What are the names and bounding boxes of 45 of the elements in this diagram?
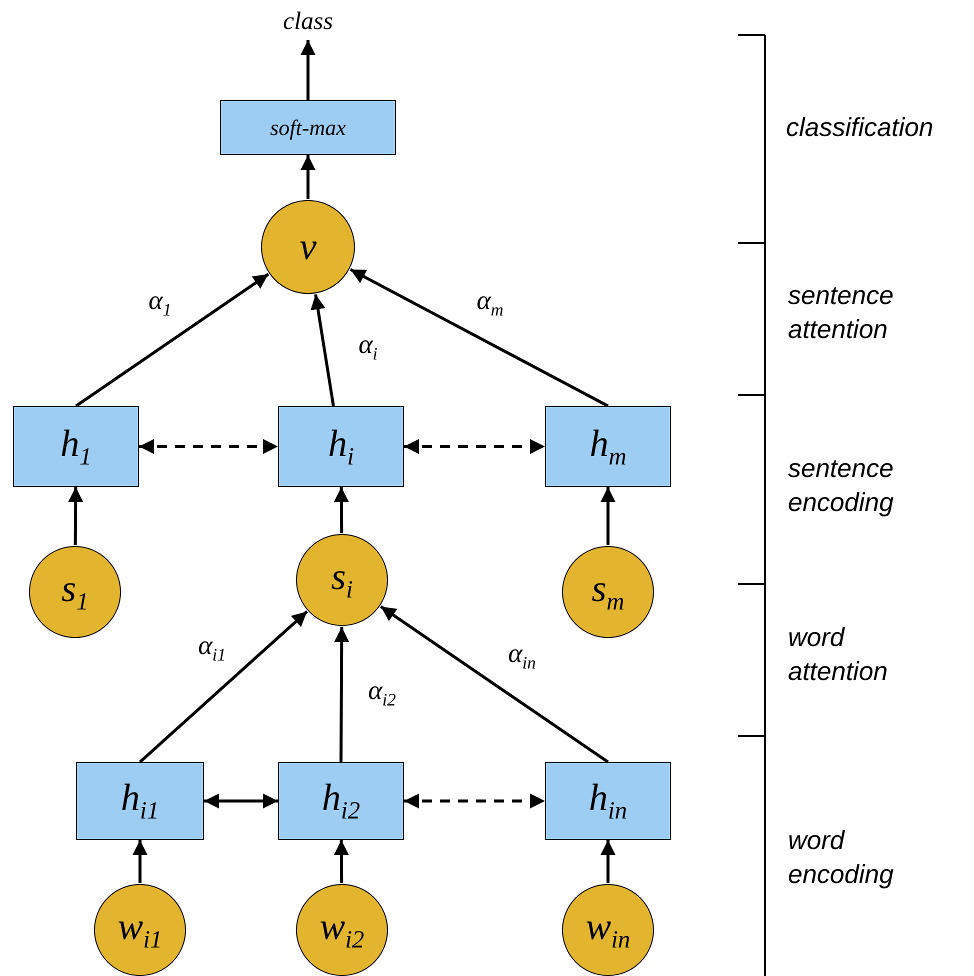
level-label: word attention: [788, 621, 889, 688]
node-label: h$_{i1}$: [120, 776, 160, 826]
arrow: [600, 840, 616, 883]
arrow: [204, 794, 278, 808]
node-label: w$_{in}$: [586, 905, 630, 955]
layer-box: [545, 762, 671, 840]
node-label: w$_{i2}$: [320, 905, 364, 955]
level-label: sentence attention: [788, 279, 895, 346]
arrow: [380, 605, 609, 764]
arrow: [350, 268, 609, 408]
layer-box: [278, 406, 404, 487]
node-label: s$_{m}$: [592, 567, 624, 617]
node-label: h$_{i2}$: [322, 776, 360, 826]
node-label: h$_{i}$: [328, 422, 354, 472]
arrow: [404, 794, 545, 808]
arrow: [310, 294, 335, 406]
output-text: class: [268, 4, 348, 40]
node-label: soft-max: [270, 114, 346, 140]
arrow: [132, 840, 148, 883]
layer-box: [220, 100, 396, 155]
node-label: h$_{1}$: [60, 422, 92, 472]
level-label: word encoding: [788, 824, 895, 891]
arrow: [334, 627, 350, 762]
arrow: [600, 487, 616, 545]
layer-box: [278, 762, 404, 840]
arrow: [68, 486, 84, 546]
node-label: h$_{m}$: [590, 422, 626, 472]
node-label: h$_{in}$: [588, 776, 628, 826]
arrow: [139, 610, 308, 764]
node-label: s$_{1}$: [61, 567, 89, 617]
layer-box: [13, 406, 139, 487]
layer-box: [76, 762, 204, 840]
arrow: [139, 439, 278, 454]
arrow: [334, 486, 349, 534]
layer-box: [545, 406, 671, 487]
arrow: [300, 40, 316, 100]
node-label: s$_{i}$: [331, 555, 353, 605]
arrow: [334, 840, 349, 884]
arrow: [75, 272, 270, 408]
arrow: [404, 439, 545, 454]
level-label: classification: [786, 111, 934, 144]
level-label: sentence encoding: [788, 452, 895, 519]
node-label: v: [300, 225, 316, 269]
node-label: w$_{i1}$: [118, 905, 162, 955]
arrow: [300, 155, 316, 199]
